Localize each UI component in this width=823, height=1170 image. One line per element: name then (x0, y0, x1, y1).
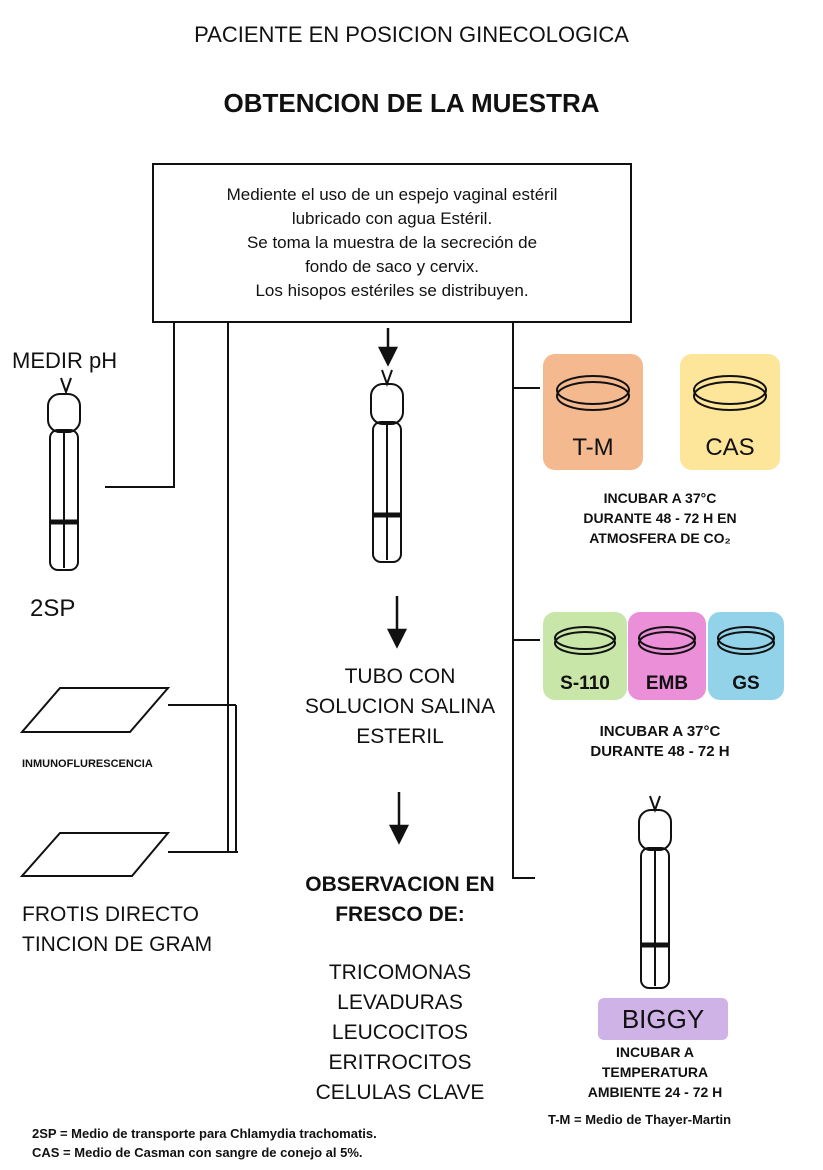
slide-gram-icon (19, 832, 171, 877)
list-item: CELULAS CLAVE (315, 1081, 485, 1104)
connector-right-vertical (512, 323, 535, 879)
incubation-note-2: INCUBAR A 37°C DURANTE 48 - 72 H (530, 722, 790, 762)
immunofluorescence-label: INMUNOFLURESCENCIA (22, 758, 153, 770)
note-line: ATMOSFERA DE CO₂ (589, 530, 731, 546)
note-line: DURANTE 48 - 72 H (590, 743, 730, 760)
page-subtitle: OBTENCION DE LA MUESTRA (223, 88, 600, 118)
page-title: PACIENTE EN POSICION GINECOLOGICA (194, 22, 629, 47)
obs-line: FRESCO DE: (335, 903, 465, 926)
slide-immuno-icon (19, 687, 171, 733)
legend-cas: CAS = Medio de Casman con sangre de cone… (32, 1145, 363, 1160)
procedure-line: Se toma la muestra de la secreción de (246, 233, 538, 252)
petri-dish-icon (638, 626, 696, 655)
tube-line: ESTERIL (356, 725, 444, 748)
petri-dish-icon (717, 626, 775, 655)
swab-2sp-icon (47, 377, 81, 571)
procedure-line: Los hisopos estériles se distribuyen. (255, 281, 529, 300)
note-line: INCUBAR A 37°C (603, 490, 717, 506)
list-item: LEVADURAS (337, 991, 463, 1014)
plate-label: T-M (572, 434, 614, 461)
observation-list: TRICOMONAS LEVADURAS LEUCOCITOS ERITROCI… (280, 958, 520, 1108)
plate-label: CAS (705, 434, 755, 461)
obs-line: OBSERVACION EN (305, 873, 495, 896)
tube-line: SOLUCION SALINA (304, 695, 496, 718)
note-line: TEMPERATURA (601, 1064, 709, 1080)
note-line: DURANTE 48 - 72 H EN (583, 510, 737, 526)
list-item: ERITROCITOS (328, 1051, 472, 1074)
legend-tm: T-M = Medio de Thayer-Martin (548, 1112, 732, 1127)
gram-line: FROTIS DIRECTO (22, 903, 199, 926)
gram-line: TINCION DE GRAM (22, 933, 213, 956)
tube-line: TUBO CON (344, 665, 456, 688)
gram-stain-label: FROTIS DIRECTO TINCION DE GRAM (22, 900, 212, 960)
procedure-line: lubricado con agua Estéril. (291, 209, 493, 228)
plate-casman: CAS (680, 354, 780, 470)
petri-dish-icon (556, 375, 630, 411)
plate-label: S-110 (560, 673, 610, 694)
procedure-box: Mediente el uso de un espejo vaginal est… (152, 163, 632, 323)
swab-center-icon (370, 369, 404, 563)
list-item: TRICOMONAS (328, 961, 472, 984)
petri-dish-icon (554, 626, 616, 655)
plate-label: GS (732, 673, 760, 694)
procedure-line: fondo de saco y cervix. (305, 257, 479, 276)
swab-2sp-label: 2SP (30, 595, 76, 622)
fresh-observation-heading: OBSERVACION EN FRESCO DE: (270, 870, 530, 930)
note-line: AMBIENTE 24 - 72 H (587, 1084, 723, 1100)
incubation-co2-note: INCUBAR A 37°C DURANTE 48 - 72 H EN ATMO… (530, 488, 790, 548)
swab-biggy-icon (638, 795, 672, 989)
note-line: INCUBAR A 37°C (599, 723, 721, 740)
list-item: LEUCOCITOS (331, 1021, 469, 1044)
procedure-line: Mediente el uso de un espejo vaginal est… (226, 185, 558, 204)
biggy-label: BIGGY (598, 998, 728, 1040)
incubation-note-3: INCUBAR A TEMPERATURA AMBIENTE 24 - 72 H (540, 1042, 770, 1102)
legend-2sp: 2SP = Medio de transporte para Chlamydia… (32, 1126, 377, 1141)
connector-ph (105, 323, 175, 488)
measure-ph-label: MEDIR pH (12, 348, 118, 373)
saline-tube-label: TUBO CON SOLUCION SALINA ESTERIL (270, 662, 530, 752)
plate-s110: S-110 (543, 612, 627, 700)
plate-label: EMB (645, 673, 689, 694)
plate-gs: GS (708, 612, 784, 700)
petri-dish-icon (693, 375, 767, 411)
note-line: INCUBAR A (615, 1044, 695, 1060)
plate-thayer-martin: T-M (543, 354, 643, 470)
plate-emb: EMB (628, 612, 706, 700)
